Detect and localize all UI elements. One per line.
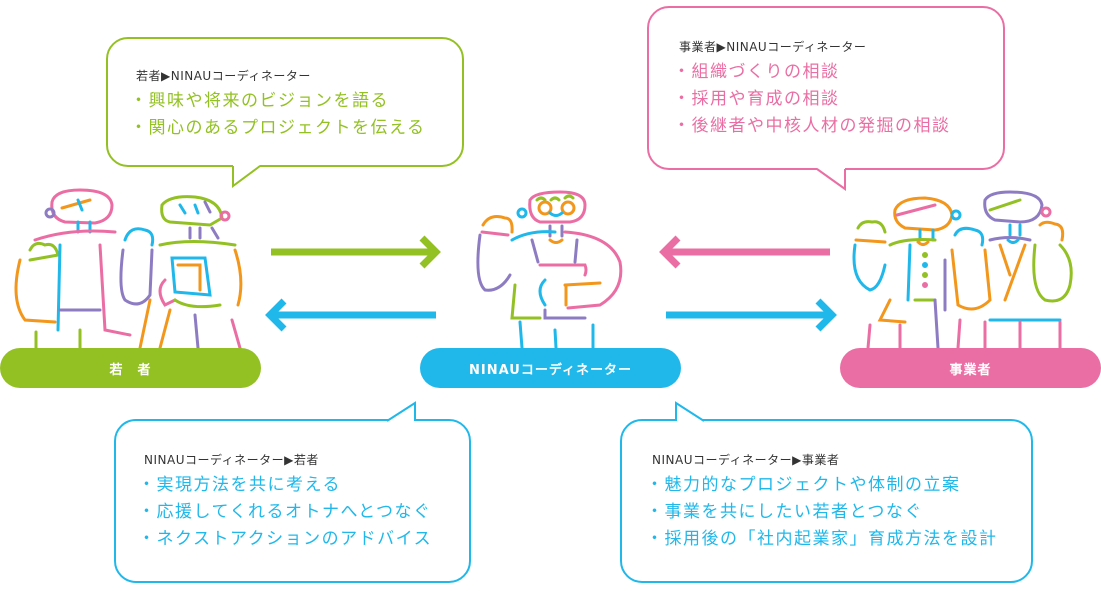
list-item: 採用や育成の相談 (679, 86, 1003, 113)
youth-label-pill: 若 者 (0, 348, 261, 388)
bubble-heading: NINAUコーディネーター▶事業者 (652, 453, 840, 467)
list-item: 応援してくれるオトナへとつなぐ (144, 499, 469, 526)
list-item: 後継者や中核人材の発掘の相談 (679, 113, 1003, 140)
youth-to-coordinator-arrow (271, 235, 441, 269)
bubble-coordinator-to-business: NINAUコーディネーター▶事業者 魅力的なプロジェクトや体制の立案 事業を共に… (620, 419, 1033, 583)
coordinator-label-pill: NINAUコーディネーター (420, 348, 681, 388)
bubble-heading: NINAUコーディネーター▶若者 (144, 453, 319, 467)
coordinator-to-youth-arrow (265, 298, 436, 332)
coordinator-to-business-arrow (666, 298, 837, 332)
business-to-coordinator-arrow (659, 235, 830, 269)
bubble-business-to-coordinator: 事業者▶NINAUコーディネーター 組織づくりの相談 採用や育成の相談 後継者や… (647, 6, 1005, 170)
list-item: 実現方法を共に考える (144, 472, 469, 499)
bubble-heading: 事業者▶NINAUコーディネーター (679, 40, 867, 54)
list-item: 関心のあるプロジェクトを伝える (136, 115, 462, 142)
list-item: 採用後の「社内起業家」育成方法を設計 (652, 526, 1031, 553)
list-item: 事業を共にしたい若者とつなぐ (652, 499, 1031, 526)
bubble-coordinator-to-youth: NINAUコーディネーター▶若者 実現方法を共に考える 応援してくれるオトナへと… (114, 419, 471, 583)
bubble-heading: 若者▶NINAUコーディネーター (136, 69, 311, 83)
list-item: 興味や将来のビジョンを語る (136, 88, 462, 115)
list-item: ネクストアクションのアドバイス (144, 526, 469, 553)
bubble-tail (232, 165, 261, 188)
bubble-youth-to-coordinator: 若者▶NINAUコーディネーター 興味や将来のビジョンを語る 関心のあるプロジェ… (106, 37, 464, 167)
bubble-tail (816, 168, 846, 191)
business-label-pill: 事業者 (840, 348, 1101, 388)
list-item: 組織づくりの相談 (679, 59, 1003, 86)
bubble-tail (386, 401, 416, 422)
bubble-tail (675, 401, 705, 422)
list-item: 魅力的なプロジェクトや体制の立案 (652, 472, 1031, 499)
